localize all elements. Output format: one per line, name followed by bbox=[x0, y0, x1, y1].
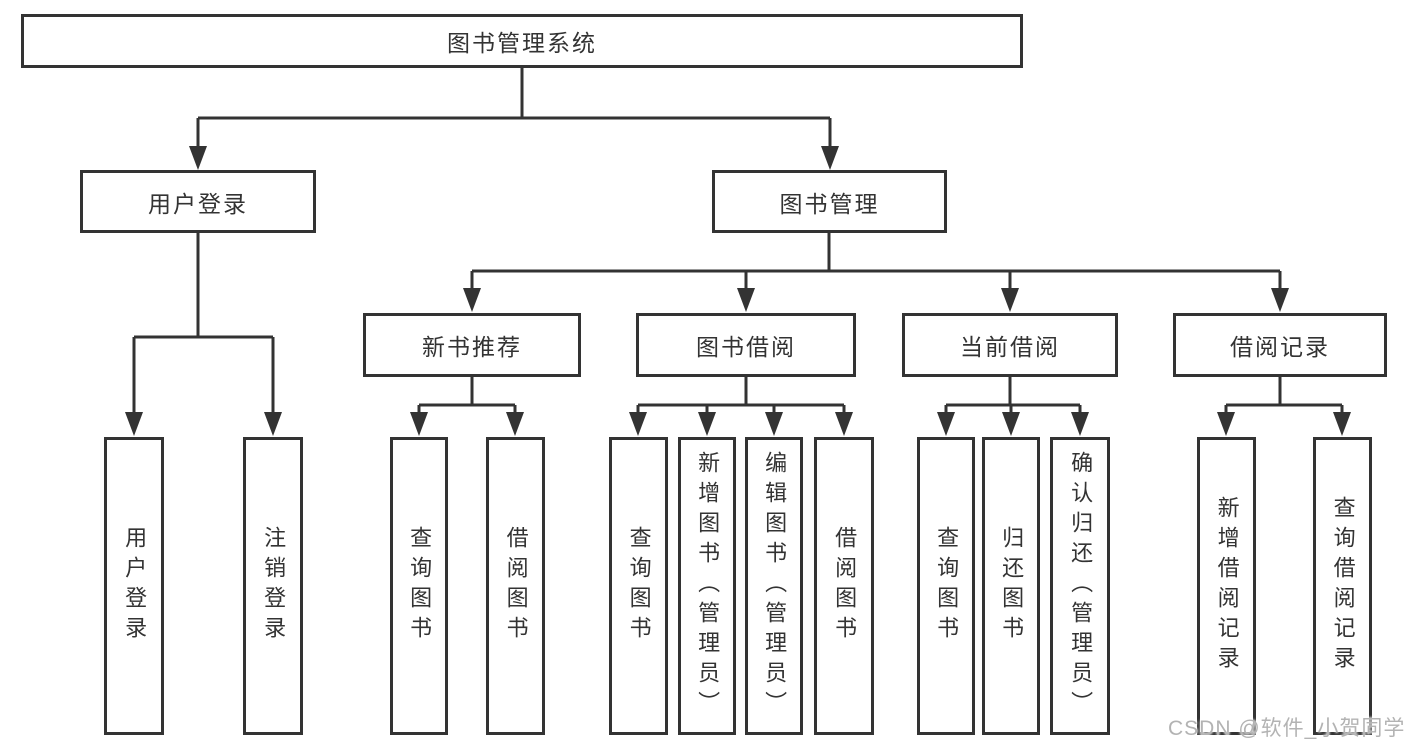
node-label: 查询图书 bbox=[407, 526, 433, 646]
connector-root-to-level1 bbox=[196, 68, 832, 148]
arrow-down-icon bbox=[937, 412, 955, 436]
node-label: 新增图书（管理员） bbox=[695, 451, 721, 721]
watermark: CSDN @软件_小贺同学 bbox=[1168, 717, 1405, 740]
node-current-borrow: 当前借阅 bbox=[902, 313, 1118, 377]
node-edit-books-admin: 编辑图书（管理员） bbox=[745, 437, 803, 735]
node-borrow-books-2: 借阅图书 bbox=[814, 437, 874, 735]
arrow-down-icon bbox=[410, 412, 428, 436]
node-label: 新增借阅记录 bbox=[1214, 496, 1240, 676]
node-borrow-books-1: 借阅图书 bbox=[486, 437, 545, 735]
node-label: 确认归还（管理员） bbox=[1068, 451, 1094, 721]
node-label: 查询图书 bbox=[626, 526, 652, 646]
connector-userlogin-to-leaves bbox=[132, 233, 275, 414]
node-query-borrow-record: 查询借阅记录 bbox=[1313, 437, 1372, 735]
node-logout: 注销登录 bbox=[243, 437, 303, 735]
arrow-down-icon bbox=[629, 412, 647, 436]
node-root: 图书管理系统 bbox=[21, 14, 1023, 68]
connector-newbook-to-leaves bbox=[417, 377, 517, 414]
node-user-login: 用户登录 bbox=[80, 170, 316, 233]
arrow-down-icon bbox=[821, 146, 839, 170]
arrow-down-icon bbox=[835, 412, 853, 436]
arrow-down-icon bbox=[1217, 412, 1235, 436]
arrow-down-icon bbox=[765, 412, 783, 436]
node-user-login-leaf: 用户登录 bbox=[104, 437, 164, 735]
arrow-down-icon bbox=[737, 288, 755, 312]
arrow-down-icon bbox=[506, 412, 524, 436]
arrowhead-icons bbox=[125, 146, 1351, 436]
node-borrow-records: 借阅记录 bbox=[1173, 313, 1387, 377]
node-query-books-1: 查询图书 bbox=[390, 437, 448, 735]
arrow-down-icon bbox=[463, 288, 481, 312]
node-confirm-return-admin: 确认归还（管理员） bbox=[1050, 437, 1110, 735]
node-label: 查询借阅记录 bbox=[1330, 496, 1356, 676]
arrow-down-icon bbox=[1001, 288, 1019, 312]
arrow-down-icon bbox=[1333, 412, 1351, 436]
arrow-down-icon bbox=[189, 146, 207, 170]
arrow-down-icon bbox=[698, 412, 716, 436]
node-return-books: 归还图书 bbox=[982, 437, 1040, 735]
node-new-book-recommend: 新书推荐 bbox=[363, 313, 581, 377]
connector-borrowrecord-to-leaves bbox=[1224, 377, 1344, 414]
node-book-borrow: 图书借阅 bbox=[636, 313, 856, 377]
node-label: 编辑图书（管理员） bbox=[762, 451, 788, 721]
arrow-down-icon bbox=[264, 412, 282, 436]
node-label: 借阅图书 bbox=[832, 526, 858, 646]
node-label: 归还图书 bbox=[999, 526, 1025, 646]
node-query-books-3: 查询图书 bbox=[917, 437, 975, 735]
node-label: 注销登录 bbox=[261, 526, 287, 646]
arrow-down-icon bbox=[1071, 412, 1089, 436]
arrow-down-icon bbox=[125, 412, 143, 436]
node-add-books-admin: 新增图书（管理员） bbox=[678, 437, 736, 735]
node-add-borrow-record: 新增借阅记录 bbox=[1197, 437, 1256, 735]
node-query-books-2: 查询图书 bbox=[609, 437, 668, 735]
connector-currentborrow-to-leaves bbox=[944, 377, 1082, 414]
node-label: 用户登录 bbox=[122, 526, 148, 646]
node-label: 查询图书 bbox=[934, 526, 960, 646]
connector-bookmgmt-to-level2 bbox=[470, 233, 1282, 290]
node-label: 借阅图书 bbox=[503, 526, 529, 646]
node-book-mgmt: 图书管理 bbox=[712, 170, 947, 233]
connector-bookborrow-to-leaves bbox=[636, 377, 846, 414]
arrow-down-icon bbox=[1271, 288, 1289, 312]
arrow-down-icon bbox=[1002, 412, 1020, 436]
